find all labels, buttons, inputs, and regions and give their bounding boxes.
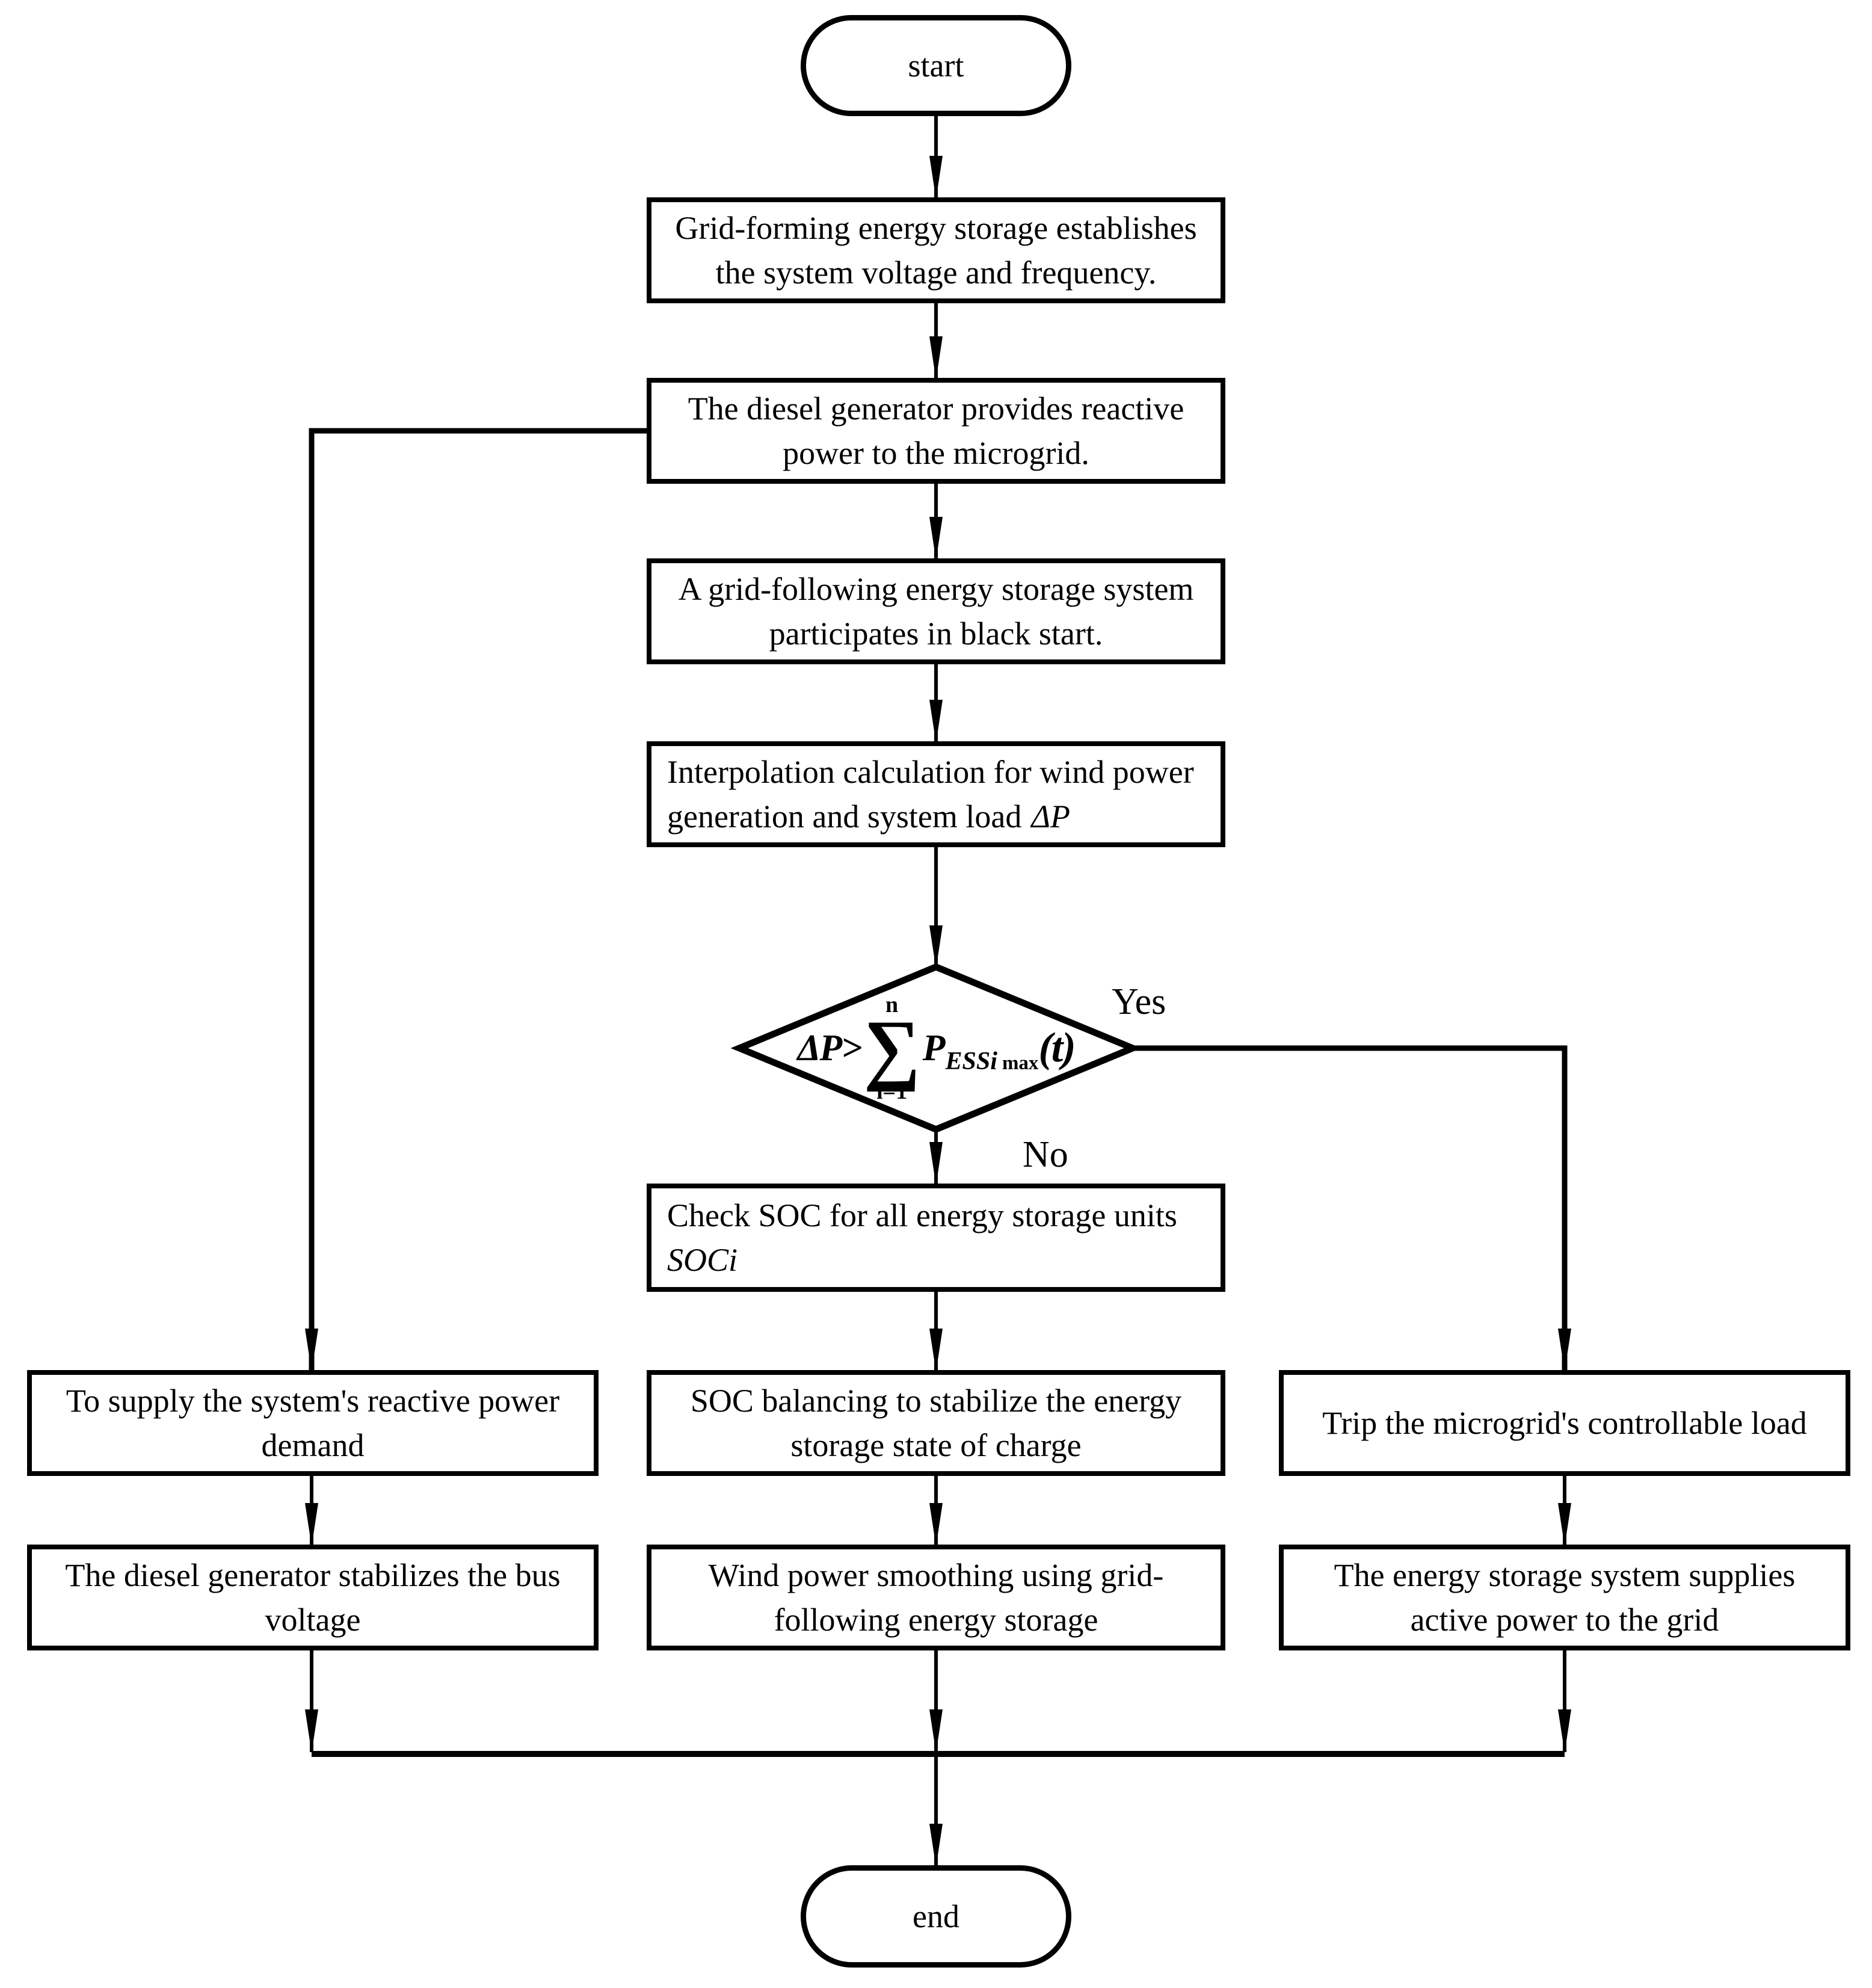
arrowhead [929,517,943,560]
text-line: Trip the microgrid's controllable load [1322,1405,1807,1441]
text-line: Grid-forming energy storage establishes [675,210,1197,246]
label-no: No [1023,1134,1068,1175]
arrowhead [305,1503,318,1546]
text-line: SOC balancing to stabilize the energy [690,1383,1182,1419]
sum-lower-limit: i=1 [876,1079,908,1104]
text-line: power to the microgrid. [783,435,1089,471]
arrowhead [929,156,943,199]
text-line: Interpolation calculation for wind power [667,754,1194,790]
text-line: The energy storage system supplies [1334,1557,1796,1593]
arrowhead [929,925,943,969]
text-line: the system voltage and frequency. [715,255,1157,291]
arrowhead [1558,1709,1571,1753]
sigma-symbol: ∑ [863,1004,920,1092]
decision-diamond [730,963,1142,1133]
terminal-start-label: start [908,48,964,84]
text-line: participates in black start. [769,616,1103,652]
term-tail: (t) [1038,1025,1076,1071]
arrowhead [305,1329,318,1372]
text-line: Check SOC for all energy storage units [667,1197,1177,1233]
arrowhead [1558,1329,1571,1372]
text-line: The diesel generator stabilizes the bus [65,1557,561,1593]
process-check-soc: Check SOC for all energy storage units S… [647,1184,1225,1292]
process-supply-reactive-demand: To supply the system's reactive power de… [27,1370,599,1476]
terminal-end-label: end [913,1898,959,1934]
text-line: following energy storage [774,1602,1098,1638]
arrowhead [929,1503,943,1546]
text-line: demand [261,1427,365,1463]
sum-upper-limit: n [885,992,899,1017]
arrowhead [929,336,943,380]
process-wind-power-smoothing: Wind power smoothing using grid- followi… [647,1545,1225,1650]
arrowhead [929,1329,943,1372]
text-line: storage state of charge [790,1427,1082,1463]
summation: n ∑ i=1 [864,993,920,1104]
terminal-start: start [801,15,1071,116]
arrowhead [929,700,943,743]
text-line: To supply the system's reactive power [66,1383,560,1419]
arrowhead [305,1709,318,1753]
term-base: P [922,1027,946,1069]
term-subscript-italic: ESSi [945,1048,997,1075]
arrowhead [1558,1503,1571,1546]
text-line: Wind power smoothing using grid- [708,1557,1164,1593]
soci-symbol: SOCi [667,1242,738,1278]
terminal-end: end [801,1865,1071,1968]
process-storage-supplies-active-power: The energy storage system supplies activ… [1279,1545,1850,1650]
process-soc-balancing: SOC balancing to stabilize the energy st… [647,1370,1225,1476]
arrowhead [929,1824,943,1867]
arrowhead [929,1709,943,1753]
process-interpolation-calculation: Interpolation calculation for wind power… [647,741,1225,847]
connector-decision-yes [1133,1045,1568,1371]
process-trip-controllable-load: Trip the microgrid's controllable load [1279,1370,1850,1476]
process-establish-voltage-frequency: Grid-forming energy storage establishes … [647,197,1225,303]
arrowhead [929,1142,943,1185]
formula-lhs: ΔP> [797,1027,862,1069]
text-line: generation and system load [667,798,1022,835]
connector-diesel-to-supply-reactive [309,428,647,1371]
process-grid-following-black-start: A grid-following energy storage system p… [647,558,1225,664]
process-diesel-stabilizes-bus: The diesel generator stabilizes the bus … [27,1545,599,1650]
text-line: The diesel generator provides reactive [688,390,1184,427]
text-line: A grid-following energy storage system [678,571,1194,607]
label-yes: Yes [1112,981,1166,1022]
term-subscript-roman: max [1002,1052,1039,1074]
text-line: voltage [265,1602,361,1638]
delta-p-symbol: ΔP [1031,798,1071,835]
process-diesel-reactive-power: The diesel generator provides reactive p… [647,378,1225,484]
text-line: active power to the grid [1410,1602,1719,1638]
